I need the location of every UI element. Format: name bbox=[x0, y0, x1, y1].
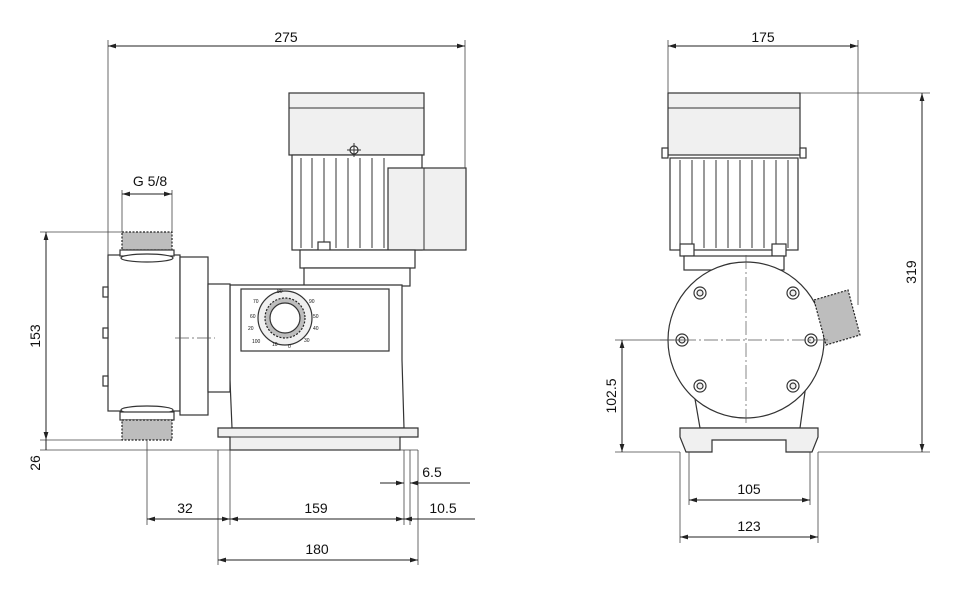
motor-fins-side bbox=[669, 157, 799, 251]
side-view bbox=[660, 92, 861, 453]
label-102-5: 102.5 bbox=[603, 378, 619, 413]
side-fin-lines bbox=[679, 160, 789, 248]
dial-mark-60: 60 bbox=[250, 314, 256, 320]
dial-mark-90: 90 bbox=[309, 299, 315, 305]
dial-mark-50: 50 bbox=[313, 314, 319, 320]
dial-mark-100: 100 bbox=[252, 339, 261, 345]
label-153: 153 bbox=[27, 324, 43, 348]
pump-head-front bbox=[107, 254, 181, 412]
label-123: 123 bbox=[737, 518, 761, 534]
dial-mark-0: 0 bbox=[288, 344, 291, 350]
label-180: 180 bbox=[305, 541, 329, 557]
dimension-lines bbox=[40, 40, 930, 565]
stroke-dial: 70 80 90 60 50 100 40 30 20 10 0 bbox=[248, 289, 319, 350]
terminal-box-front bbox=[387, 167, 467, 251]
label-thread: G 5/8 bbox=[133, 173, 167, 189]
discharge-valve bbox=[119, 231, 175, 263]
label-10-5: 10.5 bbox=[429, 500, 456, 516]
label-6-5: 6.5 bbox=[422, 464, 442, 480]
dial-mark-10: 10 bbox=[272, 342, 278, 348]
dial-mark-80: 80 bbox=[277, 289, 283, 295]
dimension-labels: 275 G 5/8 153 26 32 159 6.5 10.5 180 175… bbox=[27, 29, 919, 557]
motor-neck-front bbox=[299, 249, 416, 269]
motor-cap-side bbox=[667, 92, 801, 156]
dial-mark-70: 70 bbox=[253, 299, 259, 305]
suction-valve bbox=[119, 405, 175, 441]
label-319: 319 bbox=[903, 260, 919, 284]
label-175: 175 bbox=[751, 29, 775, 45]
motor-cap-front bbox=[288, 92, 425, 156]
side-outlet-port bbox=[813, 289, 861, 346]
base-side bbox=[679, 427, 819, 453]
base-front bbox=[217, 427, 419, 451]
front-view: 70 80 90 60 50 100 40 30 20 10 0 bbox=[102, 92, 467, 451]
dial-mark-40: 40 bbox=[313, 326, 319, 332]
motor-fin-lines bbox=[300, 158, 385, 248]
head-bolts bbox=[675, 286, 818, 393]
dial-mark-30: 30 bbox=[304, 338, 310, 344]
label-105: 105 bbox=[737, 481, 761, 497]
label-32: 32 bbox=[177, 500, 193, 516]
label-159: 159 bbox=[304, 500, 328, 516]
pump-head-flange bbox=[179, 256, 209, 416]
label-26: 26 bbox=[27, 455, 43, 471]
dial-mark-20: 20 bbox=[248, 326, 254, 332]
label-275: 275 bbox=[274, 29, 298, 45]
